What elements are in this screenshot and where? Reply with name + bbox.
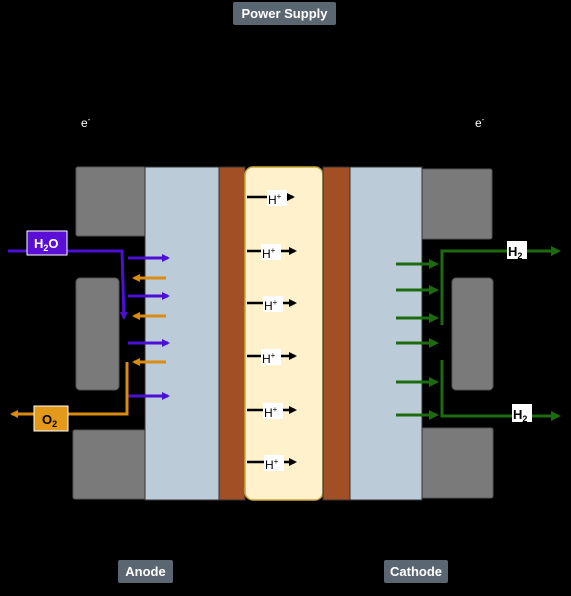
hydrogen-label-top-box bbox=[507, 241, 527, 259]
power-supply-label: Power Supply bbox=[233, 2, 336, 25]
proton-arrow: H+ bbox=[247, 190, 295, 207]
membrane-right bbox=[322, 166, 351, 501]
oxygen-label: O2 bbox=[42, 412, 57, 429]
proton-label: H+ bbox=[265, 457, 279, 472]
electron-label-left: e- bbox=[81, 115, 91, 130]
proton-label: H+ bbox=[264, 298, 278, 313]
oxygen-output-flow: O2 bbox=[10, 274, 166, 432]
electron-label-right: e- bbox=[475, 115, 485, 130]
proton-arrow: H+ bbox=[247, 403, 297, 420]
water-label-box bbox=[26, 230, 68, 256]
water-label: H2O bbox=[34, 236, 59, 253]
proton-flow: H+ H+ H+ H+ H+ H+ bbox=[247, 190, 297, 472]
proton-label: H+ bbox=[264, 405, 278, 420]
proton-label: H+ bbox=[262, 351, 276, 366]
anode-label: Anode bbox=[118, 560, 173, 583]
proton-label: H+ bbox=[268, 192, 282, 207]
anode-electrode bbox=[144, 166, 220, 501]
proton-arrow: H+ bbox=[247, 455, 297, 472]
membrane-left bbox=[218, 166, 246, 501]
anode-end-plates bbox=[72, 166, 149, 500]
hydrogen-label-bottom-box bbox=[512, 404, 532, 422]
proton-exchange-membrane bbox=[244, 166, 324, 501]
proton-arrow: H+ bbox=[247, 349, 297, 366]
proton-label: H+ bbox=[262, 246, 276, 261]
hydrogen-output-flow: H2 H2 bbox=[396, 241, 561, 424]
proton-arrow: H+ bbox=[247, 244, 297, 261]
water-input-flow: H2O bbox=[8, 230, 170, 400]
proton-arrow: H+ bbox=[247, 296, 297, 313]
cathode-end-plates bbox=[420, 168, 494, 499]
oxygen-label-box bbox=[33, 405, 69, 432]
cathode-electrode bbox=[349, 166, 423, 501]
hydrogen-label-bottom: H2 bbox=[513, 407, 527, 424]
hydrogen-label-top: H2 bbox=[508, 244, 522, 261]
cathode-label: Cathode bbox=[384, 560, 448, 583]
